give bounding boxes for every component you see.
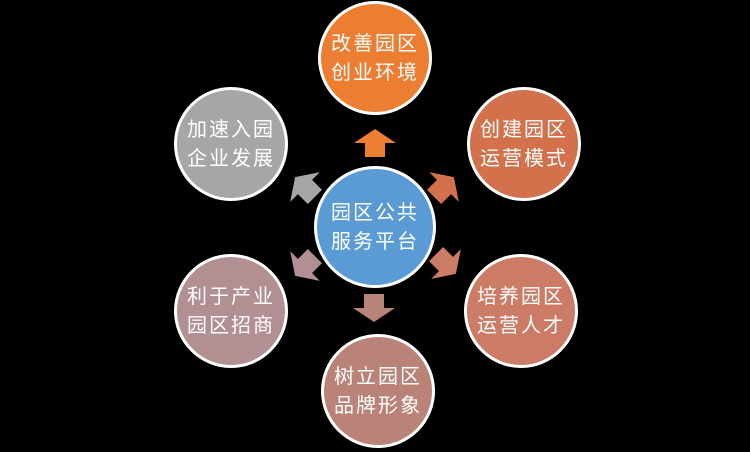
node-label-line: 创建园区	[480, 117, 568, 141]
center-label-line: 服务平台	[331, 229, 419, 253]
arrow-up-right-icon	[427, 172, 459, 204]
node-brand-image: 树立园区 品牌形象	[321, 334, 435, 448]
node-label-line: 企业发展	[187, 146, 275, 170]
node-label-line: 改善园区	[331, 31, 419, 55]
arrow-down-left-icon	[290, 249, 322, 281]
arrow-down-right-icon	[429, 247, 461, 279]
node-operation-talent: 培养园区 运营人才	[464, 254, 578, 368]
node-label-line: 园区招商	[187, 313, 275, 337]
node-label-line: 加速入园	[187, 117, 275, 141]
node-label-line: 树立园区	[334, 364, 422, 388]
node-investment-attraction: 利于产业 园区招商	[174, 254, 288, 368]
node-label-line: 创业环境	[331, 60, 419, 84]
node-label-line: 运营人才	[477, 313, 565, 337]
arrow-up-icon	[354, 129, 396, 157]
node-label-line: 利于产业	[187, 284, 275, 308]
node-center-platform: 园区公共 服务平台	[314, 166, 436, 288]
node-label-line: 培养园区	[477, 284, 565, 308]
node-label-line: 品牌形象	[334, 393, 422, 417]
node-operation-model: 创建园区 运营模式	[467, 87, 581, 201]
arrow-up-left-icon	[290, 172, 322, 204]
node-improve-environment: 改善园区 创业环境	[318, 1, 432, 115]
arrow-down-icon	[353, 294, 395, 322]
node-label-line: 运营模式	[480, 146, 568, 170]
node-enterprise-growth: 加速入园 企业发展	[174, 87, 288, 201]
center-label-line: 园区公共	[331, 200, 419, 224]
